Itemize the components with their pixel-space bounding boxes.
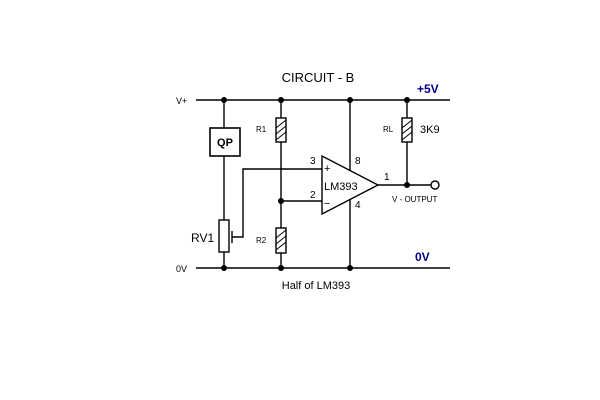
- rv1-label: RV1: [191, 231, 214, 245]
- qp-label: QP: [217, 137, 233, 149]
- caption: Half of LM393: [282, 280, 350, 292]
- qp-sensor: [209, 127, 241, 157]
- rl-label: RL: [383, 125, 394, 134]
- plus-5v-label: +5V: [417, 82, 439, 96]
- pin-1-label: 1: [384, 172, 390, 183]
- junction-dot: [278, 265, 284, 271]
- diagram-title: CIRCUIT - B: [282, 70, 355, 85]
- plus-sign: +: [324, 163, 330, 175]
- rv1-wiper-wire: [232, 168, 322, 238]
- junction-dot: [221, 265, 227, 271]
- junction-dot: [221, 97, 227, 103]
- pin-8-label: 8: [355, 156, 361, 167]
- v-plus-label: V+: [176, 96, 187, 106]
- output-label: V - OUTPUT: [392, 195, 437, 204]
- r2-label: R2: [256, 236, 267, 245]
- zero-v-right-label: 0V: [415, 250, 430, 264]
- rv1-potentiometer: [218, 219, 230, 253]
- output-terminal: [430, 180, 440, 190]
- junction-dot: [347, 265, 353, 271]
- zero-v-label: 0V: [176, 264, 187, 274]
- junction-dot: [347, 97, 353, 103]
- opamp-label: LM393: [324, 181, 358, 193]
- junction-dot: [278, 198, 284, 204]
- junction-dot: [404, 182, 410, 188]
- junction-dot: [278, 97, 284, 103]
- junction-dot: [404, 97, 410, 103]
- lm393-comparator: [321, 154, 380, 216]
- pin-3-label: 3: [310, 156, 316, 167]
- pin-4-label: 4: [355, 200, 361, 211]
- r1-label: R1: [256, 125, 267, 134]
- pin-2-label: 2: [310, 190, 316, 201]
- minus-sign: −: [324, 198, 330, 210]
- rl-value-label: 3K9: [420, 124, 440, 136]
